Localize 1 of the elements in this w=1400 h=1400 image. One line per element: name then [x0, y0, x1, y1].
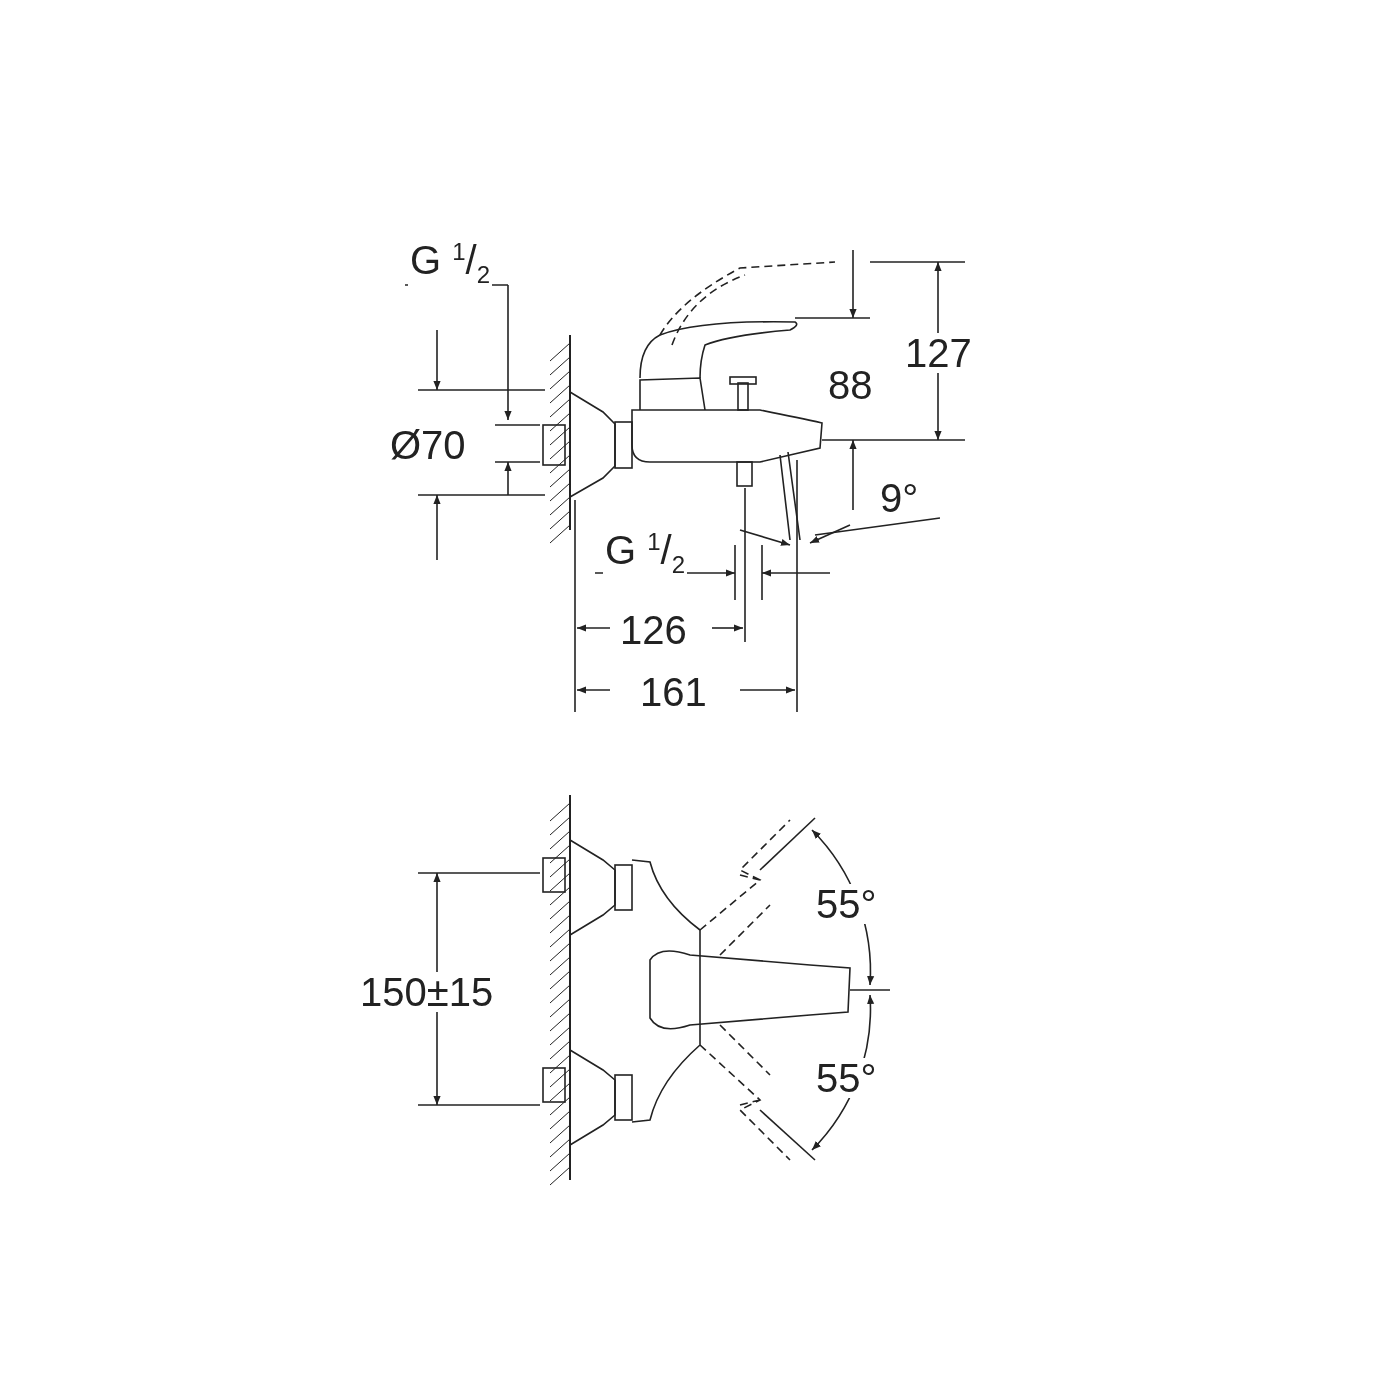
- thread-size-label: G $^{1}$/$_{2}$: [408, 240, 493, 288]
